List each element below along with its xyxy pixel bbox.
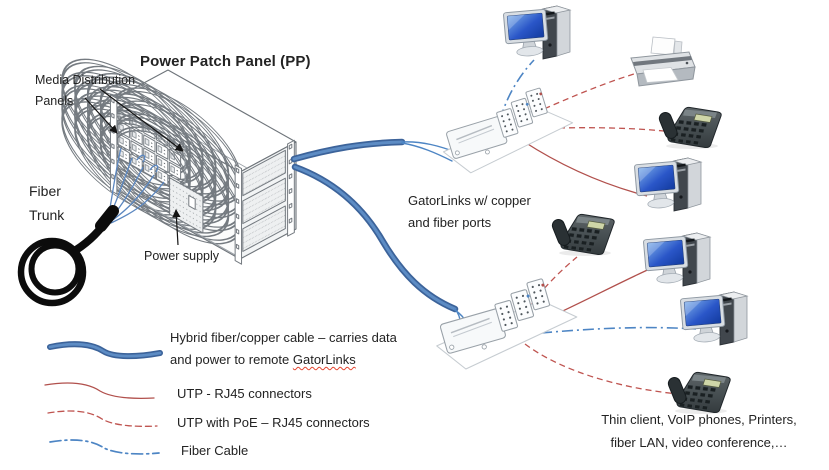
media-distribution-label: Media Distribution Panels	[35, 70, 135, 112]
media-distribution-line1: Media Distribution	[35, 73, 136, 87]
legend-utp-sample	[44, 382, 155, 399]
legend-hybrid-line2-prefix: and power to remote	[170, 352, 293, 367]
legend-poe-sample	[47, 410, 158, 427]
power-supply-arrow	[172, 208, 181, 246]
fiber-line-workstation-4	[540, 326, 697, 334]
fiber-trunk-line2: Trunk	[29, 207, 65, 223]
gatorlink-unit-2	[426, 271, 583, 376]
gatorlinks-label: GatorLinks w/ copper and fiber ports	[408, 190, 531, 234]
power-patch-panel-title: Power Patch Panel (PP)	[140, 53, 311, 70]
media-distribution-panel-grid	[110, 95, 241, 264]
fiber-trunk-coil	[17, 205, 119, 307]
annotation-arrows	[84, 88, 184, 246]
legend-hybrid-gatorlinks-word: GatorLinks	[292, 352, 356, 367]
endpoint-caption-line2: fiber LAN, video conference,…	[610, 435, 788, 450]
workstation-icon-3	[642, 232, 711, 287]
utp-line-workstation-2	[522, 140, 648, 197]
endpoint-devices-caption: Thin client, VoIP phones, Printers, fibe…	[583, 408, 815, 454]
poe-line-phone-3	[524, 343, 679, 395]
workstation-icon-4	[679, 291, 748, 346]
hybrid-cable-upper	[290, 138, 406, 163]
hybrid-cable-lower	[291, 163, 459, 313]
gatorlink-unit-1	[433, 81, 579, 180]
legend-samples	[44, 341, 163, 455]
voip-phone-icon-2	[550, 213, 615, 257]
media-distribution-line2: Panels	[35, 94, 74, 108]
endpoint-caption-line1: Thin client, VoIP phones, Printers,	[601, 412, 797, 427]
power-patch-panel-chassis	[110, 70, 296, 264]
power-supply-label: Power supply	[144, 249, 220, 263]
fiber-trunk-label: Fiber Trunk	[29, 179, 64, 227]
gatorlinks-line1: GatorLinks w/ copper	[408, 193, 531, 208]
chassis-side-panels	[243, 140, 295, 260]
workstation-icon-1	[502, 5, 571, 60]
legend-hybrid-line2: and power to remote GatorLinks	[170, 349, 397, 371]
legend-fiber-sample	[49, 439, 160, 455]
legend-hybrid-line1: Hybrid fiber/copper cable – carries data	[170, 330, 397, 345]
power-supply-vent	[170, 178, 203, 233]
legend-utp-poe-label: UTP with PoE – RJ45 connectors	[177, 415, 370, 430]
legend-hybrid-label: Hybrid fiber/copper cable – carries data…	[170, 327, 397, 371]
fiber-trunk-line1: Fiber	[29, 183, 61, 199]
printer-icon	[630, 36, 696, 87]
workstation-icon-2	[633, 157, 702, 212]
voip-phone-icon-1	[657, 106, 722, 150]
media-distribution-arrow-2	[99, 88, 184, 152]
legend-fiber-label: Fiber Cable	[181, 443, 249, 458]
gatorlinks-line2: and fiber ports	[408, 215, 492, 230]
legend-utp-label: UTP - RJ45 connectors	[177, 386, 312, 401]
media-distribution-arrow-1	[84, 97, 118, 134]
hybrid-cables	[290, 138, 469, 337]
